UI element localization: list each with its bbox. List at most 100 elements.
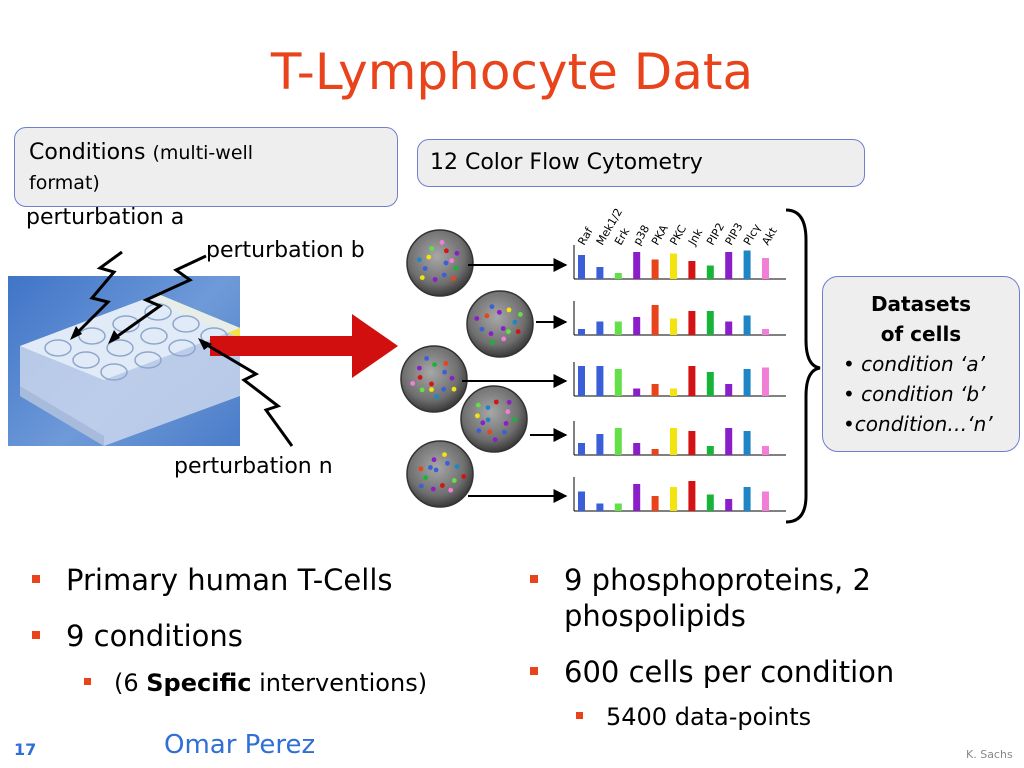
cell-marker-dot [429,387,434,392]
histogram-bar [725,428,733,455]
cell-marker-dot [479,326,485,332]
cell-marker-dot [497,309,502,315]
histogram-bar [633,388,641,396]
cell-marker-dot [475,402,481,408]
histogram-bar [706,494,714,511]
lightning-bolt-b-icon [111,254,207,342]
cell-marker-dot [506,399,512,405]
cell-marker-dot [485,417,491,423]
page-title: T-Lymphocyte Data [270,43,754,101]
histogram-bar [762,491,769,511]
cell-marker-dot [485,405,491,410]
credit-text: K. Sachs [966,748,1013,761]
histogram-bar [762,367,769,396]
histogram-bar [743,250,751,279]
histogram-bar [688,311,696,335]
cell-marker-dot [417,365,422,371]
cell-marker-dot [432,362,437,367]
cell-marker-dot [429,246,435,252]
cell-marker-dot [418,483,424,489]
histogram-bar [688,431,696,455]
cell-marker-dot [444,248,449,254]
cell-marker-dot [484,313,490,319]
marker-label: PKC [667,223,689,248]
cell-marker-dot [505,409,511,415]
marker-label: PIP3 [723,221,746,248]
datasets-heading-2: of cells [880,322,962,346]
histogram-bar [578,491,585,511]
dataset-item-n: •condition…‘n’ [843,412,993,436]
cell-marker-dot [451,276,456,282]
cell-marker-dot [418,466,424,472]
histogram-bar [743,315,751,335]
cell-marker-dot [448,487,454,493]
cell-marker-dot [434,394,440,400]
histogram-bar [706,311,714,335]
histogram-bar [596,366,604,396]
cell-marker-dot [501,336,507,342]
cell-marker-dot [419,275,425,280]
cell-marker-dot [419,387,425,393]
histogram-bar [670,318,677,335]
cell-marker-dot [431,457,437,463]
cell-marker-dot [512,319,518,325]
cell-marker-dot [503,421,509,426]
cell-image [466,290,534,358]
cell-marker-dot [512,417,518,422]
cell-marker-dot [443,260,449,266]
histogram-bar [725,252,733,279]
cell-marker-dot [417,375,423,380]
cell-marker-dot [506,307,512,313]
histogram-bar [688,366,696,396]
cell-marker-dot [454,464,460,469]
cell-marker-dot [515,329,521,334]
cell-image [400,345,468,413]
histogram-bar [633,484,641,511]
conditions-label: Conditions [29,140,146,165]
cell-marker-dot [476,428,482,434]
histogram-bar [596,267,604,279]
cell-marker-dot [489,304,495,309]
dataset-item-b: • condition ‘b’ [843,382,986,406]
author-name: Omar Perez [164,730,316,760]
flow-cytometry-callout: 12 Color Flow Cytometry [417,139,865,187]
cell-marker-dot [432,277,438,282]
histogram-bar [651,384,659,396]
perturbation-n-label: perturbation n [174,454,333,479]
histogram-bar [578,329,585,335]
marker-label: p38 [631,223,653,248]
marker-label: PKA [649,222,671,247]
cell-marker-dot [480,420,486,426]
curly-brace [785,208,821,524]
cell-marker-dot [441,386,447,392]
slide-number: 17 [14,740,37,759]
cell-marker-dot [487,429,492,435]
histogram-bar [743,369,751,396]
big-red-arrow [210,314,398,378]
histogram-bar [614,428,622,455]
cell-marker-dot [433,467,439,473]
cell-marker-dot [493,399,499,405]
lightning-bolt-n-icon [201,340,294,447]
histogram-bar [614,273,622,279]
cell-marker-dot [416,257,422,263]
histogram-bar [762,329,769,335]
histogram-bar [596,503,604,511]
histogram-bar [633,252,641,279]
cell-marker-dot [440,483,445,488]
histogram-bar [633,443,641,455]
bullet-item: 600 cells per condition [528,654,894,690]
histogram-bar [688,481,696,511]
cell-marker-dot [506,329,511,334]
histogram-bar [688,261,696,279]
histogram-bar [651,496,659,511]
dataset-item-a: • condition ‘a’ [843,352,985,376]
left-bullet-list: Primary human T-Cells 9 conditions (6 Sp… [30,562,427,698]
conditions-callout: Conditions (multi-well format) [14,127,398,207]
flow-cytometry-label: 12 Color Flow Cytometry [430,150,703,175]
datasets-heading: Datasets [870,292,972,316]
histogram-bar [725,499,733,511]
bullet-item: Primary human T-Cells [30,562,427,598]
cell-marker-dot [429,381,434,387]
